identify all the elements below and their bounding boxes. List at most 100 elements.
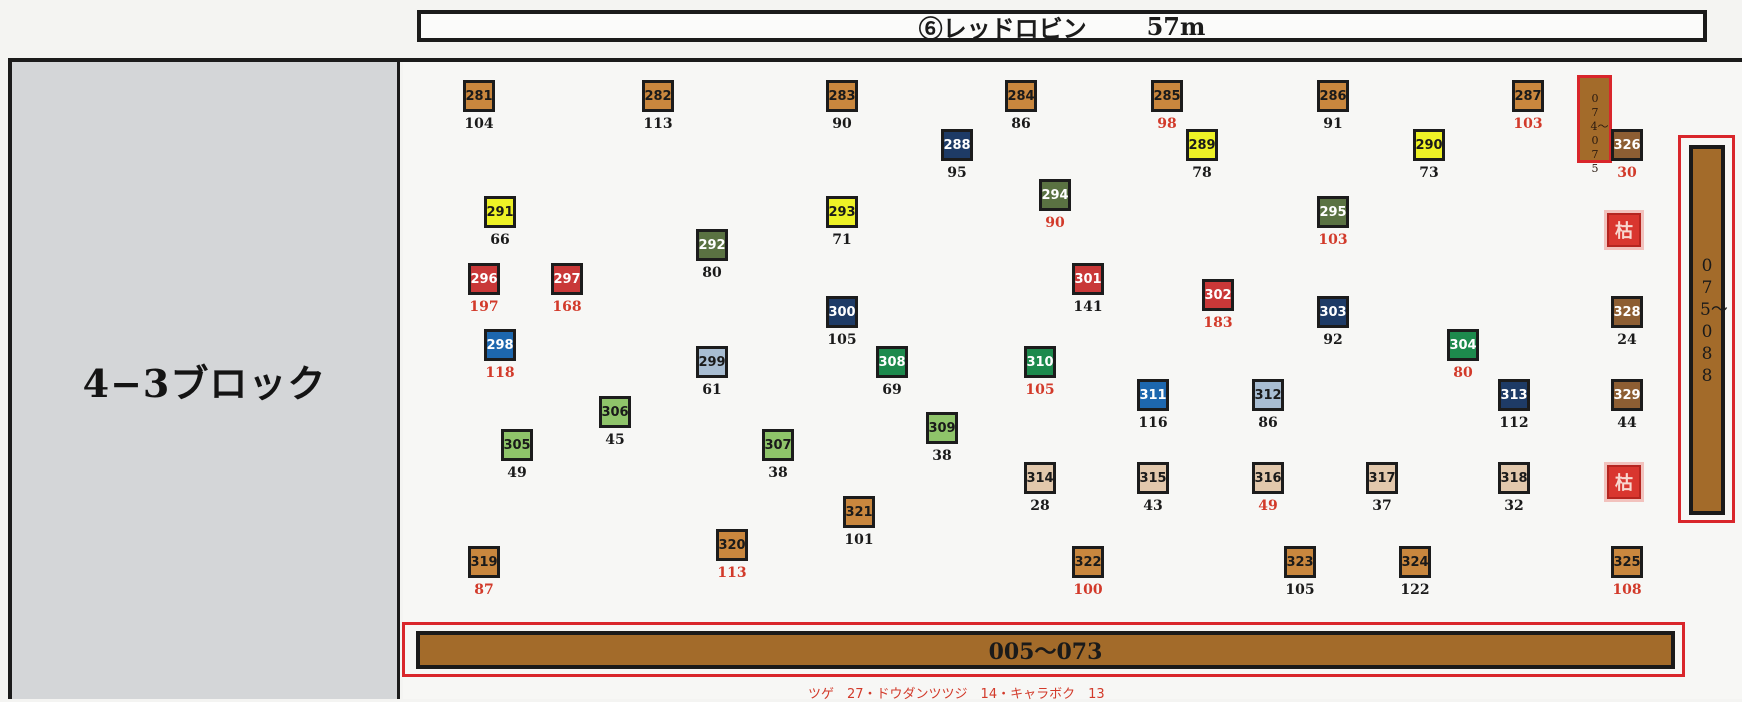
hedge-top-right-label: 074〜075 [1590, 92, 1609, 175]
tree-305[interactable]: 305 [501, 429, 533, 461]
tree-count-302: 183 [1203, 315, 1233, 331]
tree-328[interactable]: 328 [1611, 296, 1643, 328]
hedge-top-right[interactable] [1577, 75, 1612, 163]
tree-count-295: 103 [1318, 232, 1348, 248]
footer-note: ツゲ 27・ドウダンツツジ 14・キャラボク 13 [808, 687, 1105, 702]
map-frame [8, 58, 1742, 699]
tree-285[interactable]: 285 [1151, 80, 1183, 112]
tree-323[interactable]: 323 [1284, 546, 1316, 578]
block-panel: 4−3ブロック [12, 62, 400, 699]
tree-count-307: 38 [768, 465, 788, 481]
tree-287[interactable]: 287 [1512, 80, 1544, 112]
tree-count-323: 105 [1285, 582, 1315, 598]
tree-count-305: 49 [507, 465, 527, 481]
tree-326[interactable]: 326 [1611, 129, 1643, 161]
tree-count-292: 80 [702, 265, 722, 281]
tree-310[interactable]: 310 [1024, 346, 1056, 378]
tree-292[interactable]: 292 [696, 229, 728, 261]
tree-325[interactable]: 325 [1611, 546, 1643, 578]
tree-count-286: 91 [1323, 116, 1343, 132]
tree-count-299: 61 [702, 382, 722, 398]
tree-count-325: 108 [1612, 582, 1642, 598]
tree-count-298: 118 [485, 365, 515, 381]
tree-302[interactable]: 302 [1202, 279, 1234, 311]
tree-count-284: 86 [1011, 116, 1031, 132]
tree-count-289: 78 [1192, 165, 1212, 181]
tree-count-315: 43 [1143, 498, 1163, 514]
hedge-right[interactable] [1689, 145, 1725, 515]
tree-318[interactable]: 318 [1498, 462, 1530, 494]
tree-314[interactable]: 314 [1024, 462, 1056, 494]
tree-320[interactable]: 320 [716, 529, 748, 561]
tree-count-283: 90 [832, 116, 852, 132]
tree-count-300: 105 [827, 332, 857, 348]
tree-289[interactable]: 289 [1186, 129, 1218, 161]
tree-count-304: 80 [1453, 365, 1473, 381]
tree-count-312: 86 [1258, 415, 1278, 431]
tree-315[interactable]: 315 [1137, 462, 1169, 494]
tree-299[interactable]: 299 [696, 346, 728, 378]
tree-319[interactable]: 319 [468, 546, 500, 578]
tree-count-301: 141 [1073, 299, 1103, 315]
tree-count-308: 69 [882, 382, 902, 398]
tree-count-311: 116 [1138, 415, 1168, 431]
tree-322[interactable]: 322 [1072, 546, 1104, 578]
tree-count-328: 24 [1617, 332, 1637, 348]
hedge-bottom-outline [402, 622, 1685, 677]
dead-tree-marker[interactable]: 枯 [1604, 462, 1644, 502]
tree-295[interactable]: 295 [1317, 196, 1349, 228]
hedge-bottom[interactable]: 005〜073 [416, 631, 1675, 669]
tree-count-281: 104 [464, 116, 494, 132]
tree-283[interactable]: 283 [826, 80, 858, 112]
tree-304[interactable]: 304 [1447, 329, 1479, 361]
tree-count-318: 32 [1504, 498, 1524, 514]
tree-309[interactable]: 309 [926, 412, 958, 444]
tree-count-297: 168 [552, 299, 582, 315]
block-label: 4−3ブロック [82, 361, 327, 406]
tree-count-296: 197 [469, 299, 499, 315]
tree-286[interactable]: 286 [1317, 80, 1349, 112]
tree-map-area [403, 62, 1742, 699]
tree-282[interactable]: 282 [642, 80, 674, 112]
tree-293[interactable]: 293 [826, 196, 858, 228]
section-title-box: ⑥レッドロビン 57m [417, 10, 1707, 43]
tree-count-294: 90 [1045, 215, 1065, 231]
tree-count-314: 28 [1030, 498, 1050, 514]
tree-count-288: 95 [947, 165, 967, 181]
tree-311[interactable]: 311 [1137, 379, 1169, 411]
tree-290[interactable]: 290 [1413, 129, 1445, 161]
tree-count-291: 66 [490, 232, 510, 248]
tree-321[interactable]: 321 [843, 496, 875, 528]
tree-count-326: 30 [1617, 165, 1637, 181]
tree-281[interactable]: 281 [463, 80, 495, 112]
tree-301[interactable]: 301 [1072, 263, 1104, 295]
tree-306[interactable]: 306 [599, 396, 631, 428]
tree-329[interactable]: 329 [1611, 379, 1643, 411]
tree-312[interactable]: 312 [1252, 379, 1284, 411]
tree-307[interactable]: 307 [762, 429, 794, 461]
tree-count-306: 45 [605, 432, 625, 448]
tree-317[interactable]: 317 [1366, 462, 1398, 494]
tree-300[interactable]: 300 [826, 296, 858, 328]
tree-count-285: 98 [1157, 116, 1177, 132]
tree-count-324: 122 [1400, 582, 1430, 598]
tree-298[interactable]: 298 [484, 329, 516, 361]
section-title: ⑥レッドロビン [918, 13, 1087, 43]
tree-296[interactable]: 296 [468, 263, 500, 295]
tree-count-320: 113 [717, 565, 747, 581]
tree-316[interactable]: 316 [1252, 462, 1284, 494]
tree-288[interactable]: 288 [941, 129, 973, 161]
tree-324[interactable]: 324 [1399, 546, 1431, 578]
tree-297[interactable]: 297 [551, 263, 583, 295]
tree-count-287: 103 [1513, 116, 1543, 132]
tree-count-290: 73 [1419, 165, 1439, 181]
tree-291[interactable]: 291 [484, 196, 516, 228]
tree-308[interactable]: 308 [876, 346, 908, 378]
tree-count-313: 112 [1499, 415, 1529, 431]
dead-tree-marker[interactable]: 枯 [1604, 210, 1644, 250]
tree-294[interactable]: 294 [1039, 179, 1071, 211]
tree-count-282: 113 [643, 116, 673, 132]
tree-313[interactable]: 313 [1498, 379, 1530, 411]
tree-303[interactable]: 303 [1317, 296, 1349, 328]
tree-284[interactable]: 284 [1005, 80, 1037, 112]
